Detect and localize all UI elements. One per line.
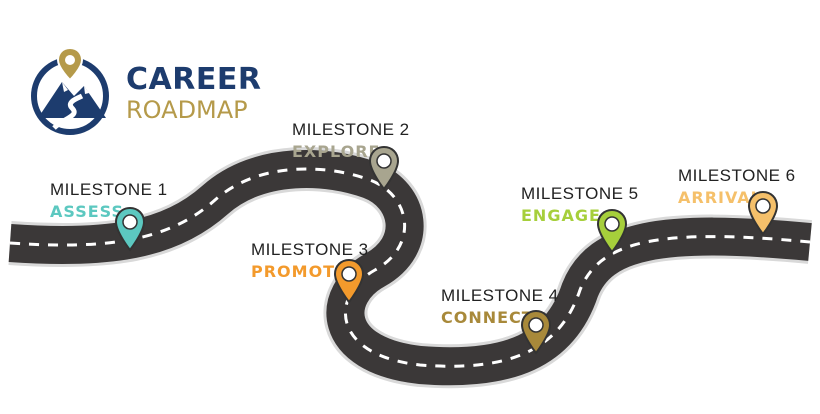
milestone-name: ENGAGE [521,206,601,225]
milestone-label: MILESTONE 4 [441,286,559,305]
milestone-name: ASSESS [50,202,124,221]
map-pin-icon [596,208,628,254]
milestone-name: EXPLORE [292,142,381,161]
milestone-1: MILESTONE 1 ASSESS [50,180,168,221]
milestone-label: MILESTONE 3 [251,240,369,259]
map-pin-icon [56,46,84,82]
milestone-2: MILESTONE 2 EXPLORE [292,120,410,161]
milestone-name: CONNECT [441,308,534,327]
map-pin-icon [520,309,552,355]
road-center-line [9,167,811,368]
mountain-road-emblem [31,46,109,135]
milestone-4: MILESTONE 4 CONNECT [441,286,559,327]
milestone-name: ARRIVAL [678,188,762,207]
logo-word-career: CAREER [126,62,262,97]
milestone-name: PROMOTE [251,262,348,281]
milestone-label: MILESTONE 6 [678,166,796,185]
map-pin-icon [368,145,400,191]
map-pin-icon [114,206,146,252]
milestone-6: MILESTONE 6 ARRIVAL [678,166,796,207]
milestone-label: MILESTONE 1 [50,180,168,199]
logo-word-roadmap: ROADMAP [126,96,248,124]
map-pin-icon [747,190,779,236]
career-roadmap-logo: CAREER ROADMAP [26,40,261,140]
map-pin-icon [333,258,365,304]
milestone-label: MILESTONE 2 [292,120,410,139]
milestone-5: MILESTONE 5 ENGAGE [521,184,639,225]
milestone-3: MILESTONE 3 PROMOTE [251,240,369,281]
milestone-label: MILESTONE 5 [521,184,639,203]
